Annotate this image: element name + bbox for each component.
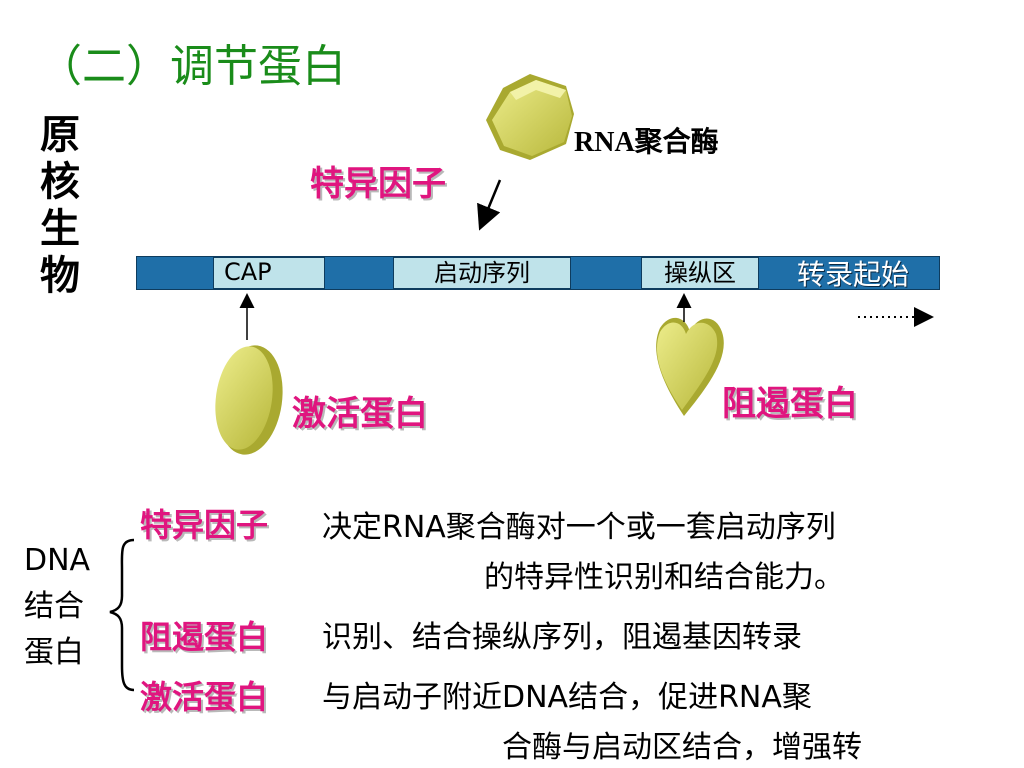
transcription-start-label: 转录起始 [797,258,910,291]
cap-site-segment: CAP [213,257,325,289]
activator-diagram-label: 激活蛋白 [292,394,428,434]
definition-term: 特异因子 [140,506,269,544]
definition-text: 与启动子附近DNA结合，促进RNA聚 [322,680,812,715]
vertical-char: 物 [40,253,80,299]
prokaryote-vertical-label: 原 核 生 物 [36,112,84,300]
group-label-line: 结合 [24,589,84,624]
definition-text: 合酶与启动区结合，增强转 [502,730,862,765]
polymerase-arrow [477,179,502,231]
specific-factor-diagram-label: 特异因子 [310,164,446,204]
vertical-char: 生 [40,206,80,252]
activator-protein-shape [215,345,283,455]
vertical-char: 原 [40,112,80,158]
page-title: （二）调节蛋白 [38,41,346,92]
definition-text: 的特异性识别和结合能力。 [484,560,844,595]
operator-segment: 操纵区 [641,257,759,289]
group-label-line: DNA [24,543,91,578]
repressor-diagram-label: 阻遏蛋白 [722,384,858,424]
dna-strand-bar: CAP 启动序列 操纵区 转录起始 [136,256,940,291]
dna-binding-brace [109,538,135,692]
dna-binding-protein-label: DNA 结合 蛋白 [24,538,108,676]
definition-term: 阻遏蛋白 [140,618,269,656]
definition-text: 识别、结合操纵序列，阻遏基因转录 [322,620,802,655]
repressor-protein-shape [656,317,724,416]
definition-text: 决定RNA聚合酶对一个或一套启动序列 [322,510,836,545]
vertical-char: 核 [40,159,80,205]
promoter-segment: 启动序列 [393,257,571,289]
definition-term: 激活蛋白 [140,678,269,716]
group-label-line: 蛋白 [24,635,84,670]
rna-polymerase-shape [486,74,574,160]
rna-polymerase-label: RNA聚合酶 [574,127,719,158]
